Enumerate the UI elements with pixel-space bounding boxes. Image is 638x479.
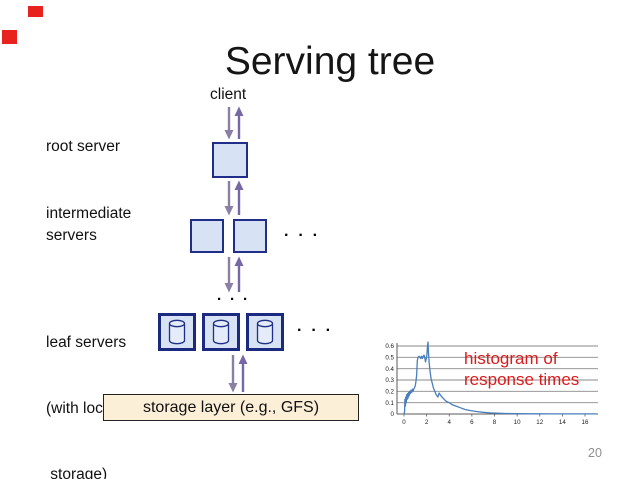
svg-text:0.4: 0.4: [385, 366, 394, 373]
svg-text:0.3: 0.3: [385, 377, 394, 384]
svg-text:8: 8: [493, 419, 497, 426]
database-cylinder-icon: [256, 319, 274, 345]
root-server-label: root server: [46, 138, 121, 155]
svg-text:0.1: 0.1: [385, 400, 394, 407]
leaf-server-node-1: [158, 313, 196, 351]
red-artifact-mark-2: [2, 30, 17, 44]
database-cylinder-icon: [212, 319, 230, 345]
intermediate-servers-label: intermediate servers: [46, 203, 131, 247]
svg-text:10: 10: [514, 419, 521, 426]
svg-text:4: 4: [448, 419, 452, 426]
svg-text:6: 6: [470, 419, 474, 426]
up-arrow-icon: [234, 180, 244, 215]
intermediate-leaf-arrows: [224, 256, 244, 293]
down-arrow-icon: [224, 107, 234, 140]
annotation-line2: response times: [464, 370, 580, 389]
down-arrow-icon: [228, 355, 238, 393]
down-arrow-icon: [224, 181, 234, 216]
svg-text:2: 2: [425, 419, 429, 426]
leaf-server-node-2: [202, 313, 240, 351]
intermediate-server-node-1: [190, 219, 224, 253]
leaf-server-node-3: [246, 313, 284, 351]
svg-text:12: 12: [536, 419, 543, 426]
storage-layer-box: storage layer (e.g., GFS): [103, 394, 359, 421]
client-label: client: [210, 86, 247, 103]
up-arrow-icon: [234, 256, 244, 292]
intermediate-server-node-2: [233, 219, 267, 253]
database-cylinder-icon: [168, 319, 186, 345]
intermediate-ellipsis: ···: [284, 227, 327, 244]
tree-levels-ellipsis: ···: [217, 291, 256, 308]
red-artifact-mark-1: [28, 6, 43, 17]
intermediate-label-line1: intermediate: [46, 205, 132, 222]
slide-title: Serving tree: [224, 40, 436, 83]
up-arrow-icon: [234, 106, 244, 139]
response-time-histogram-chart: 0 0.1 0.2 0.3 0.4 0.5 0.6 0 2 4 6 8 10 12 14 16: [385, 334, 638, 436]
leaf-label-line3: storage): [46, 466, 108, 479]
leaf-ellipsis: ···: [297, 322, 340, 339]
svg-text:14: 14: [559, 419, 566, 426]
svg-text:0: 0: [402, 419, 406, 426]
svg-text:16: 16: [582, 419, 589, 426]
chart-annotation: histogram of response times: [464, 348, 579, 390]
intermediate-label-line2: servers: [46, 227, 97, 244]
client-root-arrows: [224, 106, 244, 140]
leaf-storage-arrows: [228, 354, 248, 393]
leaf-servers-label: leaf servers (with local storage): [46, 288, 126, 479]
root-intermediate-arrows: [224, 180, 244, 216]
page-number: 20: [588, 446, 602, 460]
leaf-label-line1: leaf servers: [46, 334, 127, 351]
down-arrow-icon: [224, 257, 234, 293]
annotation-line1: histogram of: [464, 349, 558, 368]
svg-text:0.6: 0.6: [385, 343, 394, 350]
svg-text:0.5: 0.5: [385, 355, 394, 362]
root-server-node: [212, 142, 248, 178]
up-arrow-icon: [238, 354, 248, 392]
svg-text:0: 0: [391, 411, 395, 418]
svg-text:0.2: 0.2: [385, 389, 394, 396]
